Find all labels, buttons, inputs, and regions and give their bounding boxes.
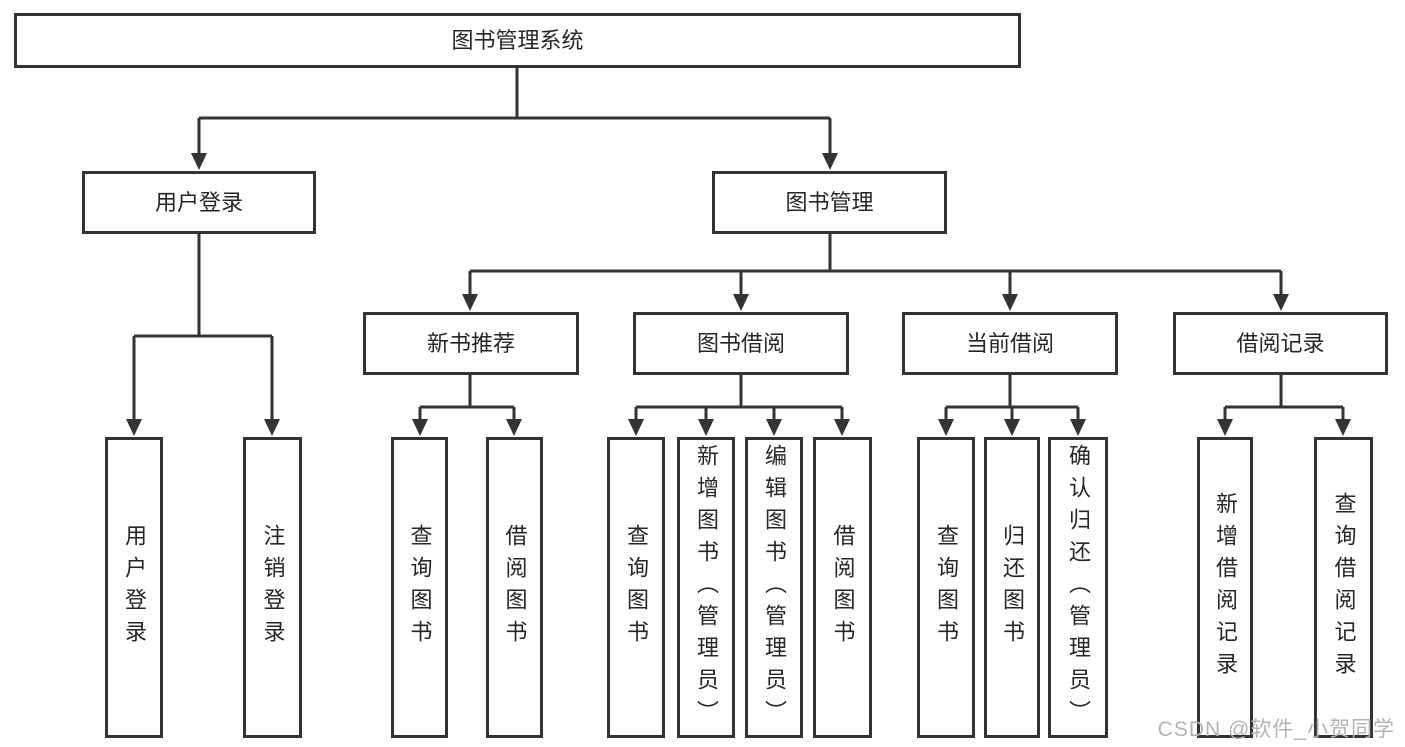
leaf-current-return-book: 归还图书	[984, 437, 1040, 738]
leaf-newrec-borrow-book: 借阅图书	[486, 437, 543, 738]
leaf-borrowing-query-book: 查询图书	[607, 437, 665, 738]
node-borrowing-records: 借阅记录	[1173, 312, 1388, 375]
node-book-management: 图书管理	[712, 171, 947, 234]
leaf-records-query-borrow-record: 查询借阅记录	[1314, 437, 1373, 738]
leaf-logout-login: 注销登录	[243, 437, 302, 738]
leaf-user-login: 用户登录	[105, 437, 163, 738]
leaf-records-add-borrow-record: 新增借阅记录	[1197, 437, 1253, 738]
leaf-current-confirm-return-admin: 确认归还（管理员）	[1048, 437, 1108, 738]
leaf-current-query-book: 查询图书	[917, 437, 975, 738]
leaf-borrowing-add-book-admin: 新增图书（管理员）	[677, 437, 735, 738]
leaf-newrec-query-book: 查询图书	[391, 437, 448, 738]
node-new-book-recommendation: 新书推荐	[363, 312, 579, 375]
node-user-login: 用户登录	[82, 171, 316, 234]
arrowheads	[126, 153, 1351, 436]
node-current-borrowing: 当前借阅	[902, 312, 1118, 375]
watermark: CSDN @软件_小贺同学	[1157, 718, 1395, 741]
node-book-borrowing: 图书借阅	[633, 312, 849, 375]
leaf-borrowing-borrow-book: 借阅图书	[813, 437, 872, 738]
node-root: 图书管理系统	[14, 13, 1021, 68]
leaf-borrowing-edit-book-admin: 编辑图书（管理员）	[745, 437, 803, 738]
